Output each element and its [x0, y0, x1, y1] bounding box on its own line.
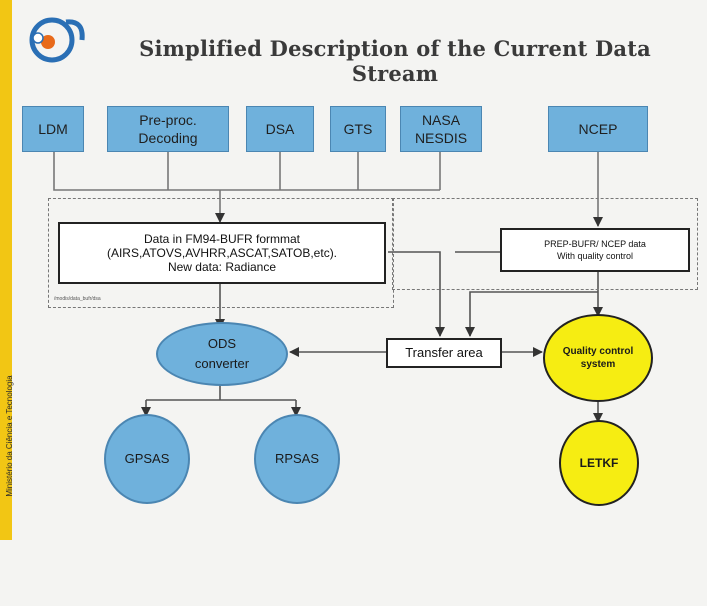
dsa-region: [48, 198, 394, 308]
source-nasa-nesdis: NASA NESDIS: [400, 106, 482, 152]
logo-icon: [29, 17, 85, 63]
path-label: /modis/data_bufr/dsa: [54, 296, 101, 302]
source-ncep: NCEP: [548, 106, 648, 152]
ods-converter: ODS converter: [156, 322, 288, 386]
quality-control-system: Quality control system: [543, 314, 653, 402]
source-gts: GTS: [330, 106, 386, 152]
sidebar-stripe: Ministério da Ciência e Tecnologia: [0, 0, 14, 540]
source-preproc-decoding: Pre-proc. Decoding: [107, 106, 229, 152]
rpsas-node: RPSAS: [254, 414, 340, 504]
letkf-node: LETKF: [559, 420, 639, 506]
gpsas-node: GPSAS: [104, 414, 190, 504]
transfer-area: Transfer area: [386, 338, 502, 368]
flow-connectors: [53, 152, 603, 423]
page-title: Simplified Description of the Current Da…: [139, 36, 651, 86]
ncep-region: [392, 198, 698, 290]
bufr-data-box: Data in FM94-BUFR formmat (AIRS,ATOVS,AV…: [58, 222, 386, 284]
prepbufr-box: PREP-BUFR/ NCEP data With quality contro…: [500, 228, 690, 272]
source-ldm: LDM: [22, 106, 84, 152]
source-dsa: DSA: [246, 106, 314, 152]
